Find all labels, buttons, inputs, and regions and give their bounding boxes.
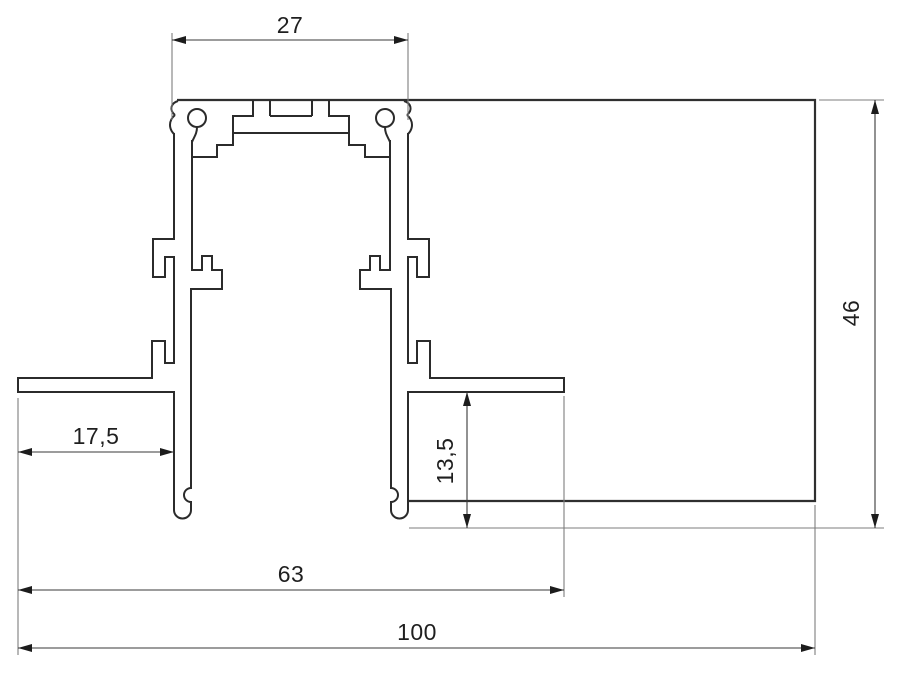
left-leg-contour	[17, 133, 223, 520]
right-ear-knob	[375, 108, 395, 128]
profile-outline	[17, 100, 565, 520]
arrow-down-icon	[871, 514, 879, 528]
dimension-overall-width: 100	[18, 619, 815, 652]
right-ear-entry	[403, 100, 412, 116]
arrow-left-icon	[172, 36, 186, 44]
box-edge	[177, 98, 817, 503]
extension-lines	[17, 33, 884, 655]
dimension-body-width: 63	[18, 561, 564, 594]
arrow-left-icon	[18, 448, 32, 456]
arrow-right-icon	[801, 644, 815, 652]
arrow-up-icon	[871, 100, 879, 114]
dimension-slot-width: 27	[172, 12, 408, 44]
arrow-right-icon	[394, 36, 408, 44]
left-ear-outer-cusp	[169, 114, 176, 135]
dimension-overall-height: 46	[838, 100, 879, 528]
right-ear-curl	[375, 100, 413, 143]
arrow-left-icon	[18, 586, 32, 594]
mounting-box-outline	[177, 98, 817, 503]
dim-label: 63	[278, 561, 305, 587]
dimension-flange-width: 17,5	[18, 423, 174, 456]
dim-label: 27	[277, 12, 304, 38]
central-plate	[192, 100, 390, 158]
dim-label: 13,5	[432, 438, 458, 485]
arrow-left-icon	[18, 644, 32, 652]
arrow-right-icon	[550, 586, 564, 594]
left-ear-neck	[191, 126, 198, 143]
right-staircase	[328, 100, 390, 158]
arrow-down-icon	[463, 514, 471, 528]
left-staircase	[192, 100, 254, 158]
right-leg-contour	[359, 133, 565, 520]
dim-label: 17,5	[73, 423, 120, 449]
dim-label: 46	[838, 300, 864, 327]
dim-label: 100	[397, 619, 437, 645]
right-ear-neck	[384, 126, 391, 143]
arrow-right-icon	[160, 448, 174, 456]
dimension-recess-depth: 13,5	[432, 392, 471, 528]
arrow-up-icon	[463, 392, 471, 406]
left-ear-knob	[187, 108, 207, 128]
left-ear-curl	[169, 100, 207, 143]
